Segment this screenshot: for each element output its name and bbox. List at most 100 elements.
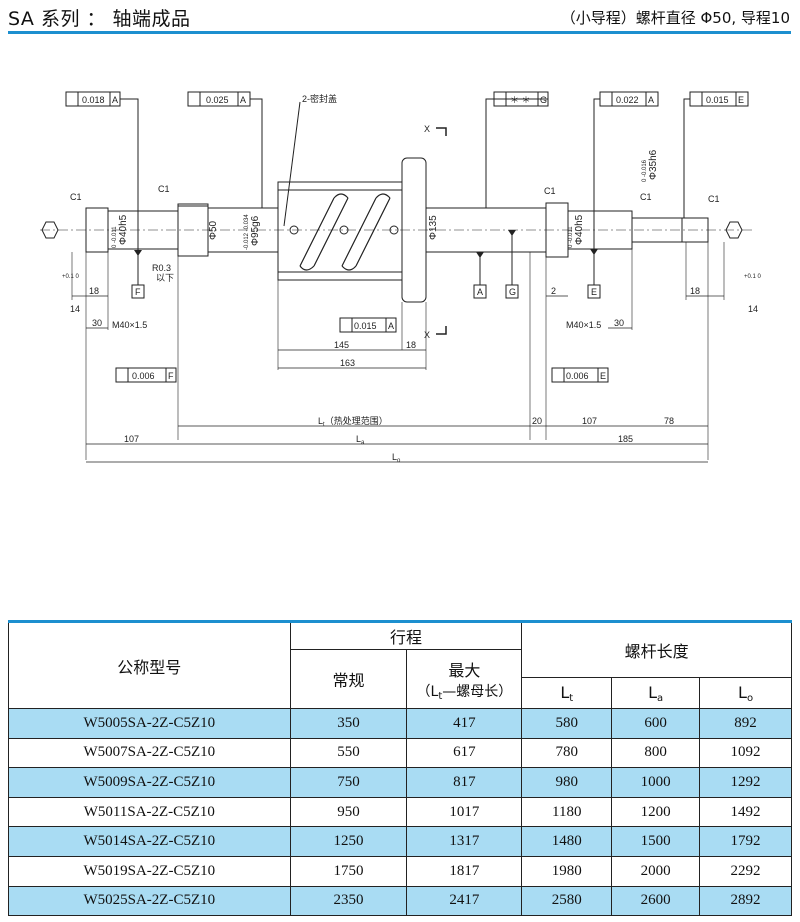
- dim-value: 18: [89, 286, 99, 296]
- dim-value: 18: [690, 286, 700, 296]
- tol-small: 0 -0.016: [642, 159, 648, 182]
- cell-normal: 950: [289, 796, 408, 828]
- diameter-label: Φ35h6: [648, 149, 659, 180]
- cell-normal: 2350: [289, 885, 408, 917]
- tol-value: 0.022: [616, 95, 639, 105]
- header-lo: Lo: [699, 677, 792, 709]
- lo-dim: Lo: [392, 452, 401, 464]
- nut-screw-icon: [389, 225, 399, 235]
- cell-normal: 550: [289, 737, 408, 769]
- chamfer-label: C1: [708, 194, 720, 204]
- table-row: W5009SA-2Z-C5Z10 750 817 980 1000 1292: [8, 767, 792, 798]
- radius-note: 以下: [156, 273, 174, 283]
- cell-la: 1000: [611, 767, 701, 798]
- cell-lo: 2292: [699, 855, 792, 887]
- cell-max: 817: [406, 767, 523, 798]
- tol-value: 0.015: [706, 95, 729, 105]
- table-row: W5005SA-2Z-C5Z10 350 417 580 600 892: [8, 708, 792, 739]
- header-max-note: （Lt—螺母长）: [416, 683, 513, 702]
- table-row: W5007SA-2Z-C5Z10 550 617 780 800 1092: [8, 737, 792, 769]
- cell-normal: 1250: [289, 826, 408, 857]
- tolerance-frames: [65, 91, 749, 383]
- cell-model: W5011SA-2Z-C5Z10: [8, 796, 291, 828]
- page-title: SA 系列 ： 轴端成品: [8, 8, 191, 30]
- cell-max: 417: [406, 708, 523, 739]
- tol-ref: A: [240, 95, 246, 105]
- chamfer-label: C1: [544, 186, 556, 196]
- table-row: W5019SA-2Z-C5Z10 1750 1817 1980 2000 229…: [8, 855, 792, 887]
- cell-la: 600: [611, 708, 701, 739]
- header-model: 公称型号: [8, 621, 291, 709]
- cell-model: W5025SA-2Z-C5Z10: [8, 885, 291, 917]
- tol-small: -0.012 -0.034: [244, 214, 250, 250]
- cell-max: 1317: [406, 826, 523, 857]
- cell-la: 2000: [611, 855, 701, 887]
- thread-label: M40×1.5: [566, 320, 601, 330]
- tol-value: 0.015: [354, 321, 377, 331]
- cell-max: 2417: [406, 885, 523, 917]
- cell-max: 1017: [406, 796, 523, 828]
- tol-value: 0.018: [82, 95, 105, 105]
- cell-model: W5007SA-2Z-C5Z10: [8, 737, 291, 769]
- cell-lo: 1292: [699, 767, 792, 798]
- tol-ref: F: [168, 371, 174, 381]
- cell-lo: 1492: [699, 796, 792, 828]
- header-rule: [8, 31, 791, 34]
- tol-small: 0 -0.011: [112, 226, 118, 248]
- cell-normal: 750: [289, 767, 408, 798]
- dim-value: 107: [124, 434, 139, 444]
- lt-dim: Lt（热处理范围）: [318, 415, 388, 428]
- cell-lt: 2580: [521, 885, 613, 917]
- cell-model: W5005SA-2Z-C5Z10: [8, 708, 291, 739]
- ball-screw-drawing: 0.018 A 0.025 A ＊ ＊ G 0.022 A 0.015 E 0.…: [40, 91, 762, 464]
- section-mark: X: [424, 330, 430, 340]
- seal-label: 2-密封盖: [302, 93, 337, 104]
- cell-lo: 892: [699, 708, 792, 739]
- cell-lt: 1480: [521, 826, 613, 857]
- diameter-label: Φ95g6: [250, 215, 261, 246]
- page-header: SA 系列 ： 轴端成品 （小导程）螺杆直径 Φ50, 导程10: [0, 0, 800, 40]
- dim-value: 18: [406, 340, 416, 350]
- header-max-label: 最大: [448, 660, 481, 680]
- la-dim: La: [356, 434, 365, 446]
- header-screw-length: 螺杆长度: [521, 621, 792, 678]
- cell-max: 617: [406, 737, 523, 769]
- tol-value: ＊ ＊: [510, 95, 531, 105]
- tol-ref: G: [540, 95, 547, 105]
- cell-model: W5014SA-2Z-C5Z10: [8, 826, 291, 857]
- cell-la: 2600: [611, 885, 701, 917]
- cell-model: W5019SA-2Z-C5Z10: [8, 855, 291, 887]
- tol-ref: A: [648, 95, 654, 105]
- tol-small: +0.1 0: [62, 274, 80, 280]
- nut-screw-icon: [339, 225, 349, 235]
- tol-value: 0.006: [132, 371, 155, 381]
- tol-ref: E: [600, 371, 606, 381]
- tol-ref: E: [738, 95, 744, 105]
- chamfer-label: C1: [158, 184, 170, 194]
- cell-lt: 780: [521, 737, 613, 769]
- tol-value: 0.006: [566, 371, 589, 381]
- cell-la: 1200: [611, 796, 701, 828]
- cell-lo: 1792: [699, 826, 792, 857]
- header-lt: Lt: [521, 677, 613, 709]
- datum-label: E: [591, 287, 597, 297]
- dim-value: 78: [664, 416, 674, 426]
- spec-table: 公称型号 行程 螺杆长度 常规 最大 （Lt—螺母长） Lt La Lo W50…: [8, 620, 792, 917]
- dim-value: 14: [70, 304, 80, 314]
- radius-label: R0.3: [152, 263, 171, 273]
- cell-lt: 980: [521, 767, 613, 798]
- dim-value: 107: [582, 416, 597, 426]
- chamfer-label: C1: [70, 192, 82, 202]
- table-row: W5014SA-2Z-C5Z10 1250 1317 1480 1500 179…: [8, 826, 792, 857]
- cell-lt: 1980: [521, 855, 613, 887]
- dim-value: 30: [614, 318, 624, 328]
- header-stroke: 行程: [289, 621, 523, 650]
- thread-label: M40×1.5: [112, 320, 147, 330]
- header-max: 最大 （Lt—螺母长）: [406, 649, 523, 709]
- tol-small: +0.1 0: [744, 274, 762, 280]
- dim-value: 185: [618, 434, 633, 444]
- tol-ref: A: [388, 321, 394, 331]
- header-normal: 常规: [289, 649, 408, 709]
- ball-circuit: [299, 193, 391, 271]
- table-row: W5025SA-2Z-C5Z10 2350 2417 2580 2600 289…: [8, 885, 792, 917]
